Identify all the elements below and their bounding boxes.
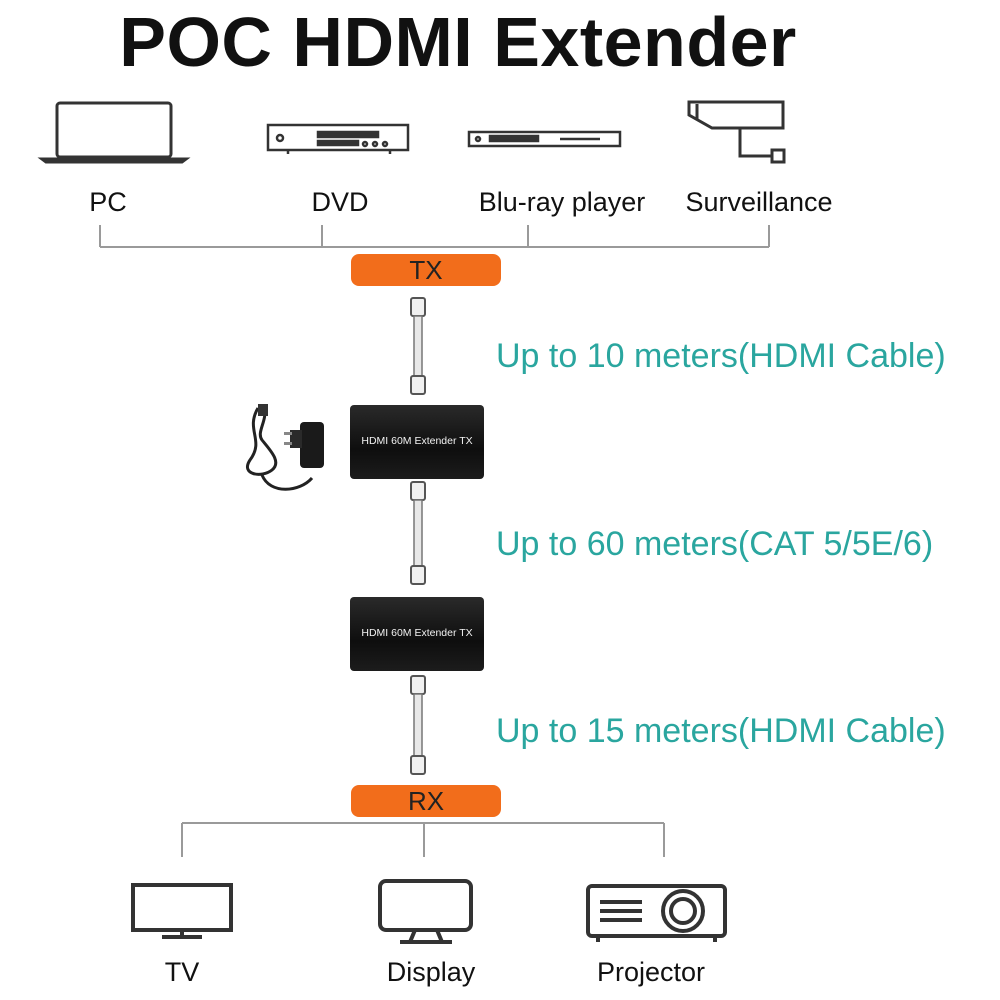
- tx-extender-unit: HDMI 60M Extender TX: [350, 405, 484, 479]
- diagram-title: POC HDMI Extender: [119, 3, 797, 81]
- distance-label-hdmi-in: Up to 10 meters(HDMI Cable): [496, 337, 946, 375]
- projector-icon: [586, 884, 727, 942]
- rx-badge: RX: [351, 785, 501, 817]
- dvd-player-icon: [266, 123, 410, 154]
- rx-unit-label: HDMI 60M Extender TX: [361, 627, 473, 639]
- output-label-projector: Projector: [596, 957, 706, 987]
- source-label-dvd: DVD: [311, 187, 369, 217]
- tx-badge: TX: [351, 254, 501, 286]
- source-connector-lines: [99, 225, 770, 248]
- tx-unit-label: HDMI 60M Extender TX: [361, 435, 473, 447]
- output-label-display: Display: [386, 957, 476, 987]
- security-camera-icon: [687, 100, 786, 164]
- hdmi-cable-top: [410, 297, 426, 395]
- tv-icon: [131, 883, 233, 939]
- power-adapter-icon: [246, 404, 324, 491]
- rx-extender-unit: HDMI 60M Extender TX: [350, 597, 484, 671]
- output-label-tv: TV: [164, 957, 200, 987]
- laptop-icon: [37, 101, 191, 164]
- distance-label-cat: Up to 60 meters(CAT 5/5E/6): [496, 525, 934, 563]
- source-label-surveillance: Surveillance: [685, 187, 833, 217]
- cat-cable: [410, 481, 426, 585]
- distance-label-hdmi-out: Up to 15 meters(HDMI Cable): [496, 712, 946, 750]
- bluray-player-icon: [467, 130, 622, 148]
- output-connector-lines: [181, 822, 665, 857]
- source-label-pc: PC: [89, 187, 127, 217]
- monitor-icon: [378, 879, 473, 944]
- source-label-bluray: Blu-ray player: [478, 187, 646, 217]
- hdmi-cable-bottom: [410, 675, 426, 775]
